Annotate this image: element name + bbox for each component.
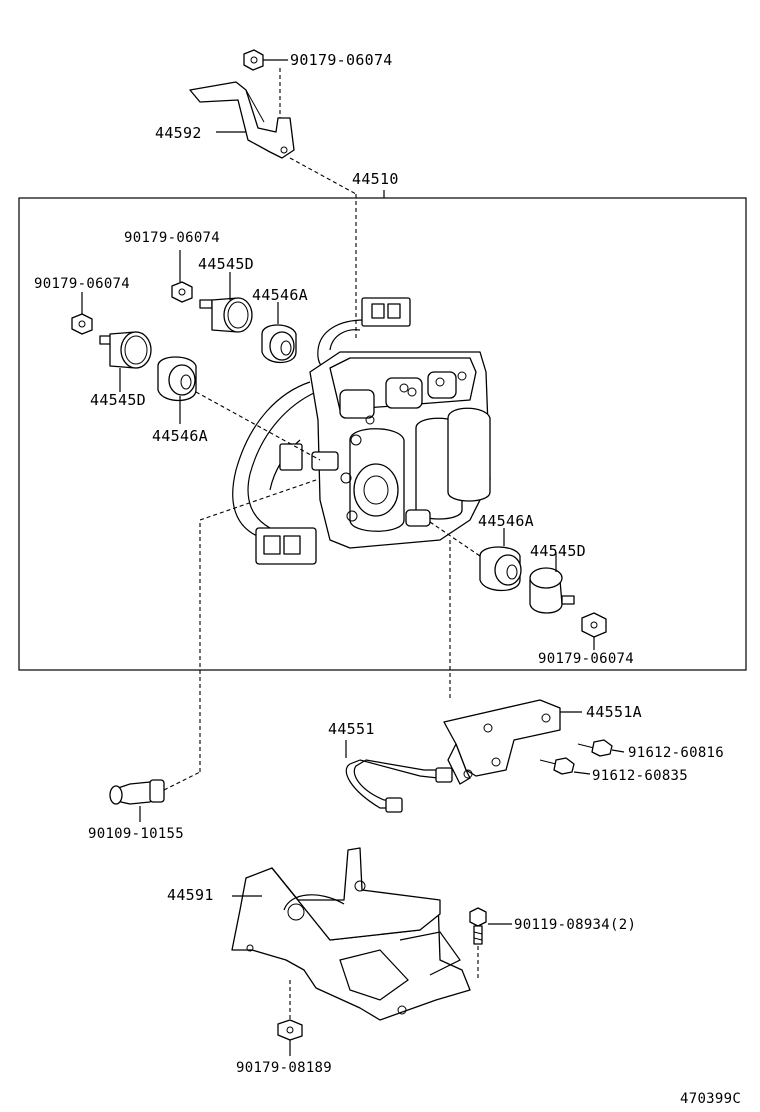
- label-solenoid-d-b: 44545D: [90, 391, 146, 409]
- sleeve-a-b-icon: [157, 356, 197, 402]
- assembly-frame: [18, 197, 747, 671]
- nut-inner-c-icon: [581, 612, 607, 638]
- sleeve-a-a-icon: [261, 324, 297, 364]
- tube-44551-icon: [345, 759, 453, 813]
- wire-harness-icon: [232, 297, 411, 565]
- label-nut-inner-c: 90179-06074: [538, 651, 635, 667]
- sleeve-a-c-icon: [479, 546, 522, 592]
- nut-inner-a-icon: [71, 313, 93, 335]
- label-nut-inner-b: 90179-06074: [124, 230, 221, 246]
- label-bolt-b: 91612-60835: [592, 768, 689, 784]
- label-sleeve-a-c: 44546A: [478, 512, 534, 530]
- bolt-a-icon: [577, 739, 613, 757]
- nut-inner-b-icon: [171, 281, 193, 303]
- label-actuator-44510: 44510: [352, 170, 399, 188]
- bolt-b-icon: [539, 757, 575, 775]
- label-sleeve-a-a: 44546A: [252, 286, 308, 304]
- solenoid-d-a-icon: [199, 297, 253, 333]
- solenoid-d-b-icon: [99, 331, 152, 369]
- nut-bottom-icon: [277, 1019, 303, 1041]
- label-nut-bottom: 90179-08189: [236, 1060, 333, 1076]
- bracket-44551a-icon: [443, 699, 561, 785]
- label-tube-44551: 44551: [328, 720, 375, 738]
- label-bracket-44591: 44591: [167, 886, 214, 904]
- catalog-number: 470399C: [680, 1091, 742, 1107]
- label-switch: 90109-10155: [88, 826, 185, 842]
- label-bracket-44551a: 44551A: [586, 703, 642, 721]
- bracket-base-icon: [231, 847, 471, 1021]
- bracket-44592-icon: [189, 81, 295, 159]
- label-nut-top: 90179-06074: [290, 51, 393, 69]
- label-nut-inner-a: 90179-06074: [34, 276, 131, 292]
- label-solenoid-d-c: 44545D: [530, 542, 586, 560]
- label-solenoid-d-a: 44545D: [198, 255, 254, 273]
- nut-top-icon: [243, 49, 264, 71]
- label-bracket-44592: 44592: [155, 124, 202, 142]
- bolt-c-icon: [469, 907, 487, 945]
- solenoid-d-c-icon: [529, 567, 575, 614]
- label-bolt-a: 91612-60816: [628, 745, 725, 761]
- actuator-body-icon: [309, 351, 491, 549]
- label-sleeve-a-b: 44546A: [152, 427, 208, 445]
- switch-icon: [109, 779, 165, 805]
- label-bolt-c: 90119-08934(2): [514, 917, 637, 933]
